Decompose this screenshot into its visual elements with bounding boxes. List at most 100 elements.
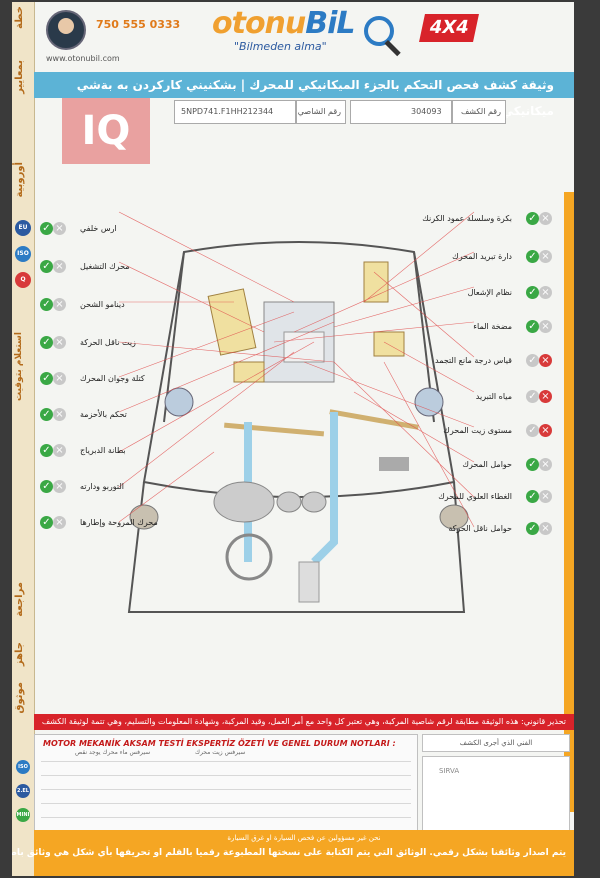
cross-icon[interactable]: × [53,222,66,235]
left-check-2: ✓× محرك التشغيل [40,260,130,273]
check-icon[interactable]: ✓ [40,260,53,273]
right-check-4: مضخة الماء ✓× [473,320,552,333]
plate-label-box: رقم الكشف [452,100,506,124]
cross-icon[interactable]: × [53,298,66,311]
right-accent-strip [564,192,574,812]
cross-icon[interactable]: × [539,354,552,367]
cross-icon[interactable]: × [539,320,552,333]
cross-icon[interactable]: × [539,490,552,503]
right-item-label-4: مضخة الماء [473,322,512,331]
left-item-label-3: دينامو الشحن [80,300,125,309]
cross-icon[interactable]: × [539,390,552,403]
cross-icon[interactable]: × [53,408,66,421]
check-icon[interactable]: ✓ [526,250,539,263]
phone-number: 750 555 0333 [96,18,181,31]
notes-section: MOTOR MEKANİK AKSAM TESTİ EKSPERTİZ ÖZET… [34,734,418,832]
cross-icon[interactable]: × [53,516,66,529]
check-icon[interactable]: ✓ [40,372,53,385]
right-item-label-5: قياس درجة مانع التجمد [435,356,512,365]
right-check-10: حوامل ناقل الحركة✓× [448,522,552,535]
brand-logo: otonuBiL [212,6,356,41]
cross-icon[interactable]: × [539,458,552,471]
cross-icon[interactable]: × [539,212,552,225]
chassis-value: 5NPD741.F1HH212344 [181,107,274,116]
right-item-label-2: دارة تبريد المحرك [452,252,512,261]
strip-label-3: أوروبية [14,162,25,198]
notes-line [41,817,411,818]
plate-value: 304093 [411,107,442,116]
check-icon[interactable]: ✓ [40,298,53,311]
website-link: www.otonubil.com [46,54,120,63]
cross-icon[interactable]: × [53,260,66,273]
iso-badge-icon: ISO [16,760,30,774]
sirva-label: SIRVA [439,767,460,775]
left-check-4: ✓× زيت ناقل الحركة [40,336,136,349]
right-item-label-8: حوامل المحرك [462,460,512,469]
left-item-label-4: زيت ناقل الحركة [80,338,136,347]
left-item-label-8: التوربو ودارته [80,482,124,491]
right-check-3: نظام الإشعال✓× [468,286,552,299]
check-icon[interactable]: ✓ [40,336,53,349]
right-check-1: بكرة وسلسلة عمود الكرنك ✓× [422,212,552,225]
left-item-label-7: بطانة الدبرياج [80,446,126,455]
footer-disclaimer: نحن غير مسؤولين عن فحص السيارة او غرق ال… [227,834,381,842]
check-icon[interactable]: ✓ [526,286,539,299]
document-header: 750 555 0333 www.otonubil.com otonuBiL "… [34,2,574,74]
right-check-6: مياه التبريد ✓× [476,390,552,403]
right-item-label-6: مياه التبريد [475,392,512,401]
check-icon[interactable]: ✓ [526,320,539,333]
check-icon[interactable]: ✓ [526,354,539,367]
cross-icon[interactable]: × [539,522,552,535]
chassis-label-box: رقم الشاصي [296,100,346,124]
right-check-9: الغطاء العلوي للمحرك✓× [438,490,552,503]
iso-cert-icon: ISO [15,246,31,262]
check-icon[interactable]: ✓ [526,522,539,535]
check-icon[interactable]: ✓ [526,490,539,503]
check-icon[interactable]: ✓ [40,480,53,493]
check-icon[interactable]: ✓ [526,458,539,471]
right-check-2: دارة تبريد المحرك ✓× [452,250,552,263]
car-engine-illustration [118,211,475,613]
plate-value-box: 304093 [350,100,452,124]
check-icon[interactable]: ✓ [40,444,53,457]
notes-line [41,775,411,776]
cross-icon[interactable]: × [53,372,66,385]
mini-badge-icon: MINI [16,808,30,822]
chassis-value-box: 5NPD741.F1HH212344 [174,100,296,124]
strip-label-7: موثوق [14,682,25,714]
right-item-label-1: بكرة وسلسلة عمود الكرنك [422,214,512,223]
inspection-document: خطة بمعايير أوروبية EU ISO Q استعلام بتو… [12,2,574,876]
check-icon[interactable]: ✓ [40,516,53,529]
left-item-label-2: محرك التشغيل [80,262,130,271]
check-icon[interactable]: ✓ [526,424,539,437]
left-item-label-1: ارس خلفي [80,224,117,233]
strip-label-6: جاهز [14,642,25,667]
check-icon[interactable]: ✓ [526,390,539,403]
cross-icon[interactable]: × [539,424,552,437]
right-check-7: مستوى زيت المحرك ✓× [443,424,552,437]
strip-label-1: خطة [14,6,25,30]
logo-text-1: otonu [212,6,306,41]
left-check-5: ✓×كتلة وجوان المحرك [40,372,145,385]
cross-icon[interactable]: × [539,250,552,263]
cross-icon[interactable]: × [53,444,66,457]
legal-warning: تحذير قانوني: هذه الوثيقة مطابقة لرقم شا… [34,714,574,730]
right-item-label-7: مستوى زيت المحرك [443,426,512,435]
check-icon[interactable]: ✓ [40,408,53,421]
notes-title: MOTOR MEKANİK AKSAM TESTİ EKSPERTİZ ÖZET… [43,739,396,748]
check-icon[interactable]: ✓ [526,212,539,225]
cross-icon[interactable]: × [539,286,552,299]
cross-icon[interactable]: × [53,480,66,493]
sirva-box[interactable]: SIRVA [422,756,570,832]
footer-notice: يتم اصدار وثائقنا بشكل رقمي. الوثائق الت… [12,848,566,858]
left-check-6: ✓× تحكم بالأحزمة [40,408,127,421]
left-check-7: ✓× بطانة الدبرياج [40,444,126,457]
magnifier-icon [364,16,394,46]
strip-label-4: استعلام بتوقيت [14,332,24,402]
cross-icon[interactable]: × [53,336,66,349]
4x4-badge: 4X4 [419,14,479,42]
note-1: سيرفس زيت محرك [195,749,246,756]
notes-line [41,789,411,790]
left-item-label-6: تحكم بالأحزمة [80,410,127,419]
check-icon[interactable]: ✓ [40,222,53,235]
